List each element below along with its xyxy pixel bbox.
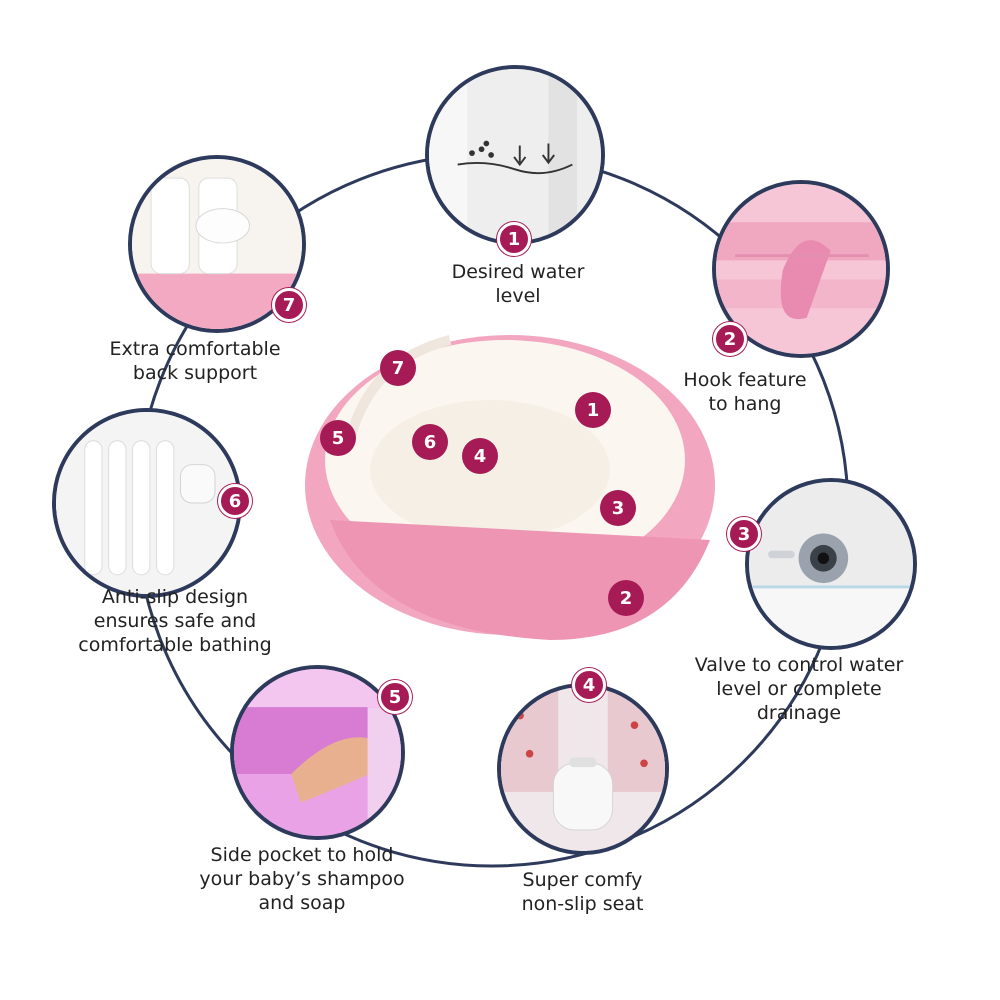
tub-marker-2: 2 — [608, 580, 644, 616]
feature-7-badge: 7 — [272, 288, 306, 322]
feature-4-badge: 4 — [572, 668, 606, 702]
feature-7-label: Extra comfortable back support — [109, 338, 281, 384]
feature-4-label: Super comfy non-slip seat — [521, 869, 644, 915]
feature-5-badge: 5 — [378, 680, 412, 714]
feature-2-badge: 2 — [713, 322, 747, 356]
feature-1-label: Desired water level — [451, 261, 585, 307]
feature-3-label: Valve to control water level or complete… — [694, 654, 904, 724]
tub-marker-7: 7 — [380, 350, 416, 386]
feature-2-label: Hook feature to hang — [683, 369, 807, 415]
tub-marker-1: 1 — [575, 392, 611, 428]
feature-3-badge: 3 — [727, 517, 761, 551]
tub-marker-3: 3 — [600, 490, 636, 526]
feature-4-image — [497, 683, 669, 855]
tub-marker-5: 5 — [320, 420, 356, 456]
feature-6-label: Anti-slip design ensures safe and comfor… — [78, 586, 272, 656]
tub-marker-6: 6 — [412, 424, 448, 460]
feature-5-image — [230, 665, 405, 840]
feature-3-image — [745, 478, 917, 650]
feature-1-badge: 1 — [497, 222, 531, 256]
feature-1-image — [425, 65, 605, 245]
feature-5-label: Side pocket to hold your baby’s shampoo … — [199, 844, 405, 914]
feature-2-image — [712, 180, 890, 358]
tub-marker-4: 4 — [462, 438, 498, 474]
feature-6-image — [52, 408, 242, 598]
feature-6-badge: 6 — [218, 484, 252, 518]
bathtub-illustration — [305, 335, 715, 640]
